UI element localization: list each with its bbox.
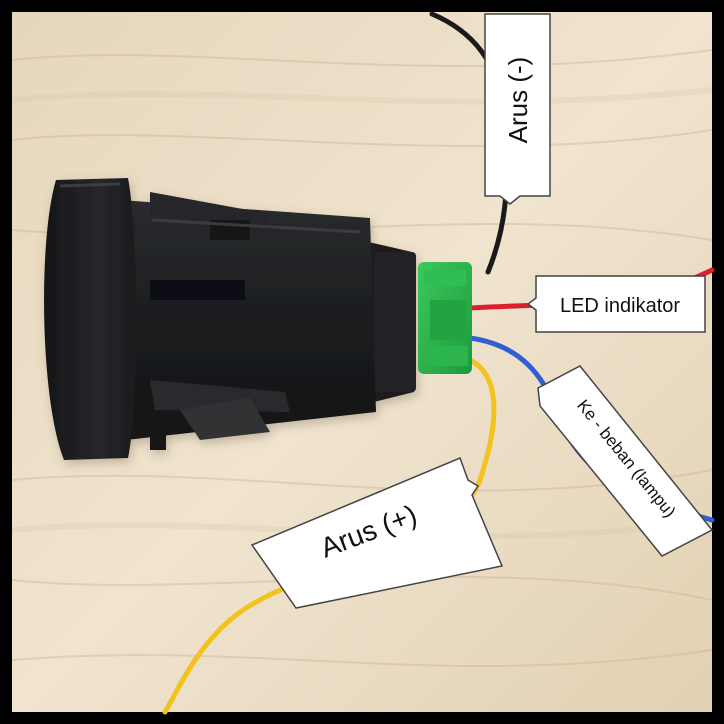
label-led-indikator: LED indikator [560, 295, 680, 317]
push-switch [44, 178, 416, 460]
label-arus-negatif: Arus (-) [503, 57, 533, 144]
green-connector [418, 262, 472, 374]
callout-arus-negatif: Arus (-) [484, 13, 551, 205]
callout-led-indikator: LED indikator [526, 275, 706, 333]
